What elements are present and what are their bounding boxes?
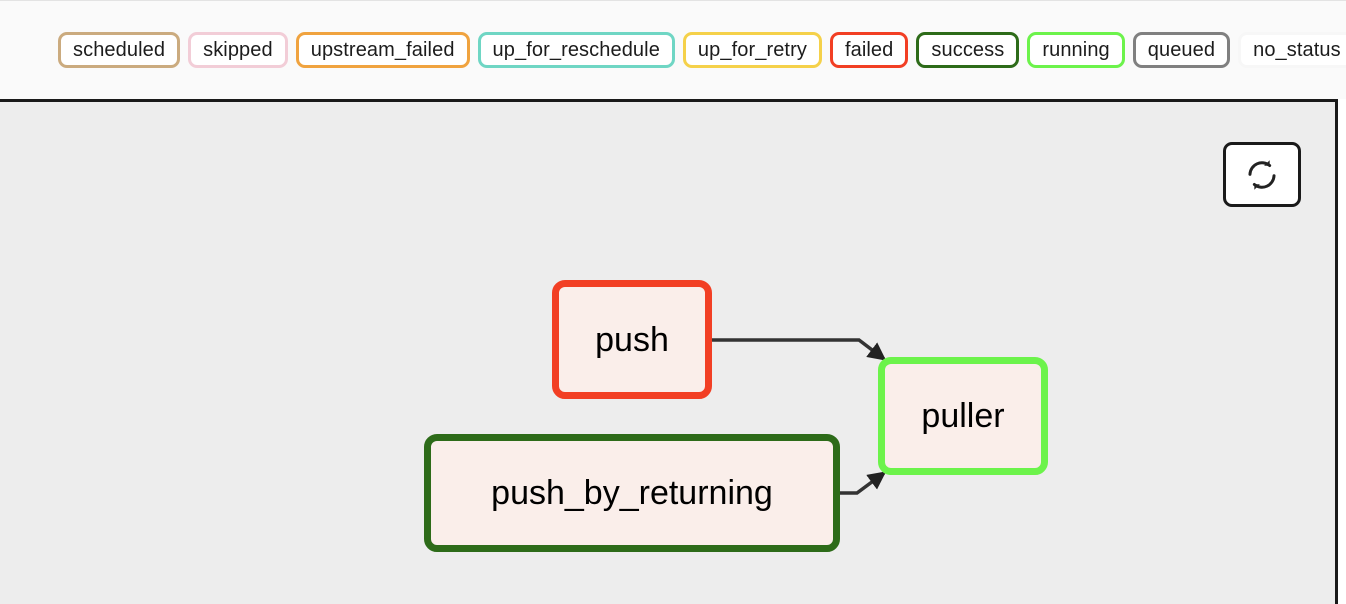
legend-chip-success[interactable]: success xyxy=(916,32,1020,68)
task-node-push_by_returning[interactable]: push_by_returning xyxy=(424,434,840,552)
dag-edges-layer xyxy=(712,338,887,495)
task-node-push[interactable]: push xyxy=(552,280,712,399)
legend-chip-label: skipped xyxy=(203,39,273,61)
legend-chip-label: up_for_reschedule xyxy=(492,39,660,61)
legend-chip-failed[interactable]: failed xyxy=(829,32,909,68)
edge-push-to-puller xyxy=(712,338,887,361)
legend-chip-up_for_reschedule[interactable]: up_for_reschedule xyxy=(477,32,675,68)
legend-chip-label: running xyxy=(1042,39,1110,61)
legend-chip-queued[interactable]: queued xyxy=(1132,32,1231,68)
top-divider xyxy=(0,0,1346,1)
legend-chip-label: upstream_failed xyxy=(310,39,455,61)
legend-chip-upstream_failed[interactable]: upstream_failed xyxy=(295,32,470,68)
legend-chip-label: no_status xyxy=(1253,39,1341,61)
legend-chip-label: queued xyxy=(1147,39,1216,61)
task-node-label: puller xyxy=(921,397,1005,435)
refresh-icon xyxy=(1245,158,1279,192)
legend-chip-label: scheduled xyxy=(73,39,166,61)
legend-chip-skipped[interactable]: skipped xyxy=(188,32,288,68)
edge-push_by_returning-to-puller xyxy=(840,471,887,495)
task-node-puller[interactable]: puller xyxy=(878,357,1048,475)
status-legend-bar: scheduled skipped upstream_failed up_for_re… xyxy=(0,1,1346,99)
legend-chip-label: success xyxy=(931,39,1005,61)
legend-chip-label: up_for_retry xyxy=(697,39,807,61)
task-node-label: push_by_returning xyxy=(491,474,773,512)
dag-graph-canvas[interactable]: push push_by_returning puller xyxy=(0,99,1338,604)
legend-chip-label: failed xyxy=(844,39,894,61)
legend-chip-scheduled[interactable]: scheduled xyxy=(58,32,181,68)
legend-chip-no_status[interactable]: no_status xyxy=(1238,32,1346,68)
legend-chip-up_for_retry[interactable]: up_for_retry xyxy=(682,32,822,68)
task-node-label: push xyxy=(595,320,669,359)
legend-chip-running[interactable]: running xyxy=(1027,32,1125,68)
refresh-button[interactable] xyxy=(1223,142,1301,207)
